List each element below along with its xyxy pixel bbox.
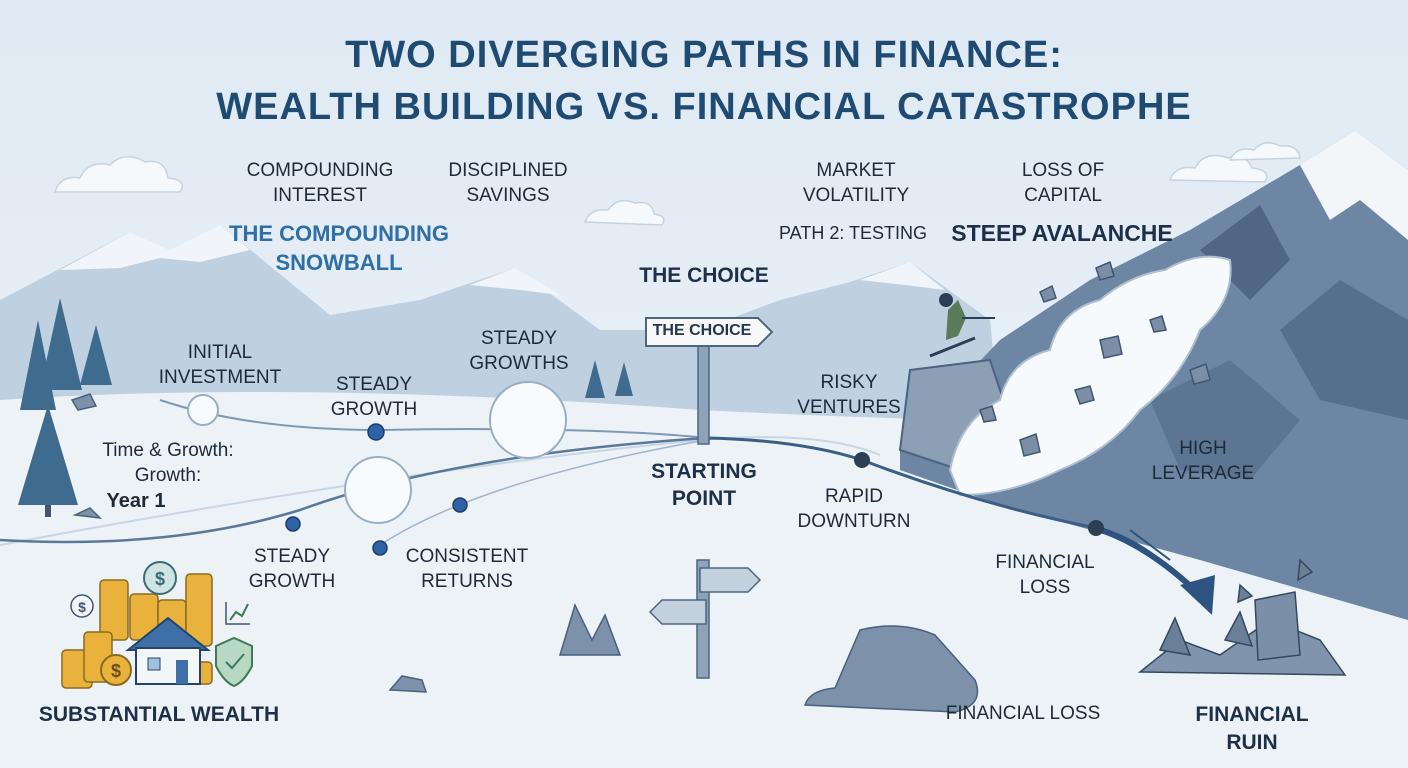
choice-heading: THE CHOICE (639, 264, 769, 287)
label-compounding-interest: COMPOUNDING INTEREST (246, 160, 394, 207)
label-risky-ventures: RISKY VENTURES (797, 372, 901, 419)
label-consistent-returns: CONSISTENT RETURNS (405, 546, 529, 593)
milestone-dot (285, 423, 468, 556)
label-market-volatility: MARKET VOLATILITY (802, 160, 910, 207)
house-icon (125, 616, 211, 685)
cloud-icon (53, 142, 1301, 226)
snow-ridge (0, 436, 881, 546)
label-substantial-wealth: SUBSTANTIAL WEALTH (38, 703, 280, 726)
signpost-icon (645, 317, 774, 445)
skier-icon (929, 293, 995, 358)
label-disciplined-savings: DISCIPLINED SAVINGS (448, 160, 568, 207)
snowball-icon (187, 381, 567, 524)
wealth-path (0, 399, 707, 546)
label-loss-of-capital: LOSS OF CAPITAL (1021, 160, 1105, 207)
svg-text:$: $ (155, 569, 165, 589)
label-time-growth: Time & Growth: Growth: (102, 440, 234, 487)
dollar-coin-icon: $ $ $ (70, 561, 177, 686)
rock-icon (70, 393, 979, 713)
label-financial-ruin: FINANCIAL RUIN (1195, 703, 1309, 754)
page-title-line2: WEALTH BUILDING VS. FINANCIAL CATASTROPH… (216, 86, 1192, 128)
label-financial-loss-bottom: FINANCIAL LOSS (945, 703, 1101, 724)
rubble-icon (1137, 558, 1347, 676)
svg-text:$: $ (111, 661, 121, 681)
pine-tree-icon (18, 298, 633, 517)
page-title-line1: TWO DIVERGING PATHS IN FINANCE: (345, 34, 1063, 76)
signpost-icon (648, 559, 762, 679)
label-path2-testing: PATH 2: TESTING (778, 223, 928, 243)
label-steady-growth-bottom: STEADY GROWTH (248, 546, 336, 593)
arrowhead-icon (1180, 575, 1215, 615)
shield-icon (215, 636, 253, 688)
label-initial-investment: INITIAL INVESTMENT (158, 342, 282, 389)
background-mountains (0, 225, 1000, 420)
svg-text:$: $ (78, 599, 86, 615)
choice-sign-label: THE CHOICE (652, 322, 752, 339)
label-steady-growths: STEADY GROWTHS (469, 328, 569, 375)
label-financial-loss-mid: FINANCIAL LOSS (995, 552, 1095, 599)
label-starting-point: STARTING POINT (651, 460, 757, 511)
downturn-dot (854, 452, 1104, 536)
label-high-leverage: HIGH LEVERAGE (1151, 438, 1255, 485)
label-steady-growth-top: STEADY GROWTH (330, 374, 418, 421)
label-rapid-downturn: RAPID DOWNTURN (797, 486, 911, 533)
label-year: Year 1 (106, 490, 166, 512)
chart-icon (225, 602, 250, 625)
avalanche-path-heading: STEEP AVALANCHE (951, 220, 1173, 246)
motion-line (1129, 529, 1171, 561)
snowball-path-heading: THE COMPOUNDING SNOWBALL (229, 221, 449, 275)
rock-icon (979, 260, 1211, 457)
